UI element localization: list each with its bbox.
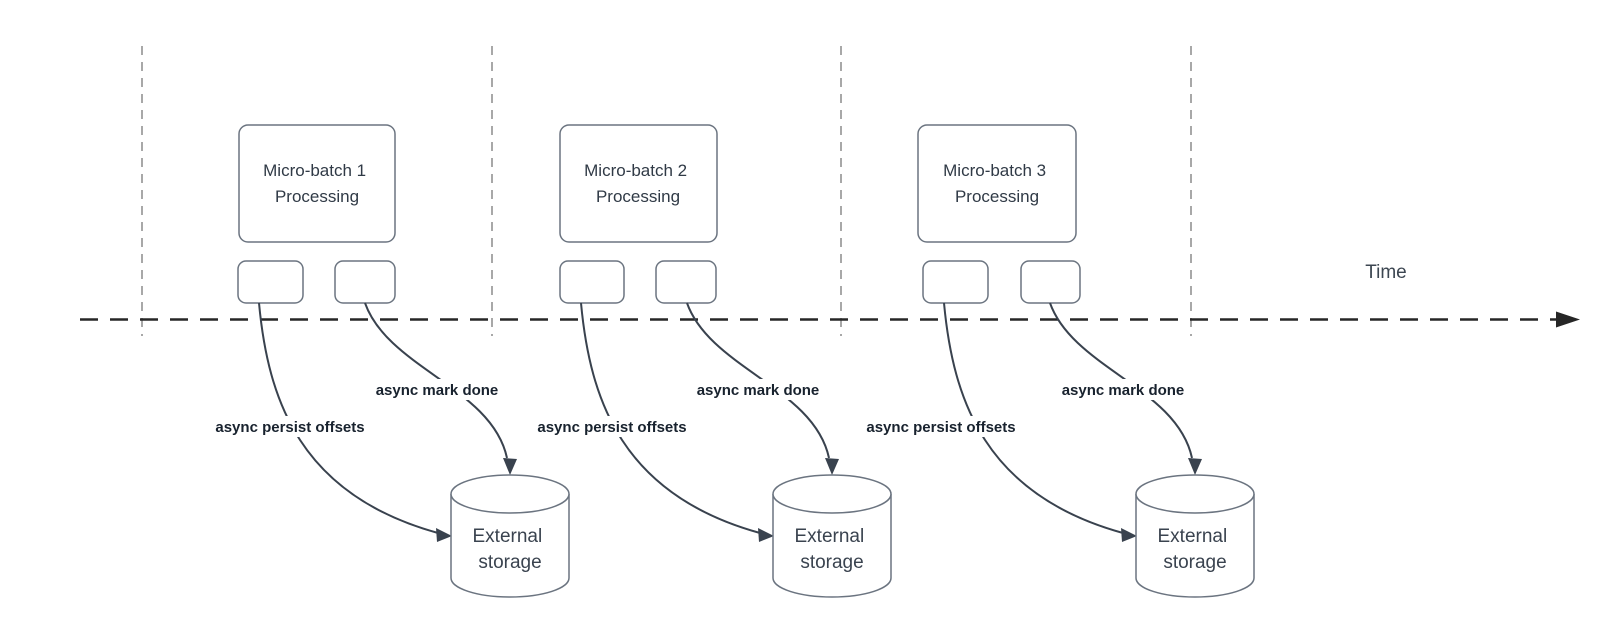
- time-axis-arrowhead-icon: [1556, 311, 1580, 328]
- mark-done-box-1: [334, 260, 396, 304]
- processing-box-3: [917, 124, 1077, 243]
- persist-offsets-arrow-2: [580, 302, 761, 534]
- offset-commit-box-1: [237, 260, 304, 304]
- cylinder-top: [772, 474, 892, 514]
- external-storage-label-1: External storage: [473, 526, 548, 573]
- mark-done-label-1: async mark done: [376, 382, 499, 399]
- processing-box-1: [238, 124, 396, 243]
- external-storage-label-2: External storage: [795, 526, 870, 573]
- offset-commit-box-2: [559, 260, 625, 304]
- cylinder-top: [450, 474, 570, 514]
- processing-box-2-label: Micro-batch 2 Processing: [584, 161, 692, 206]
- offset-commit-box-3: [922, 260, 989, 304]
- cylinder-body: [1135, 494, 1255, 598]
- time-axis-label: Time: [1365, 262, 1407, 283]
- edge-label-bg: [522, 416, 702, 437]
- processing-box-1-label: Micro-batch 1 Processing: [263, 161, 371, 206]
- mark-done-arrow-1: [364, 302, 508, 459]
- persist-offsets-label-2: async persist offsets: [537, 419, 686, 436]
- external-storage-label-3: External storage: [1158, 526, 1233, 573]
- external-storage-cylinder-1: External storage: [450, 474, 570, 598]
- edge-label-bg: [1047, 379, 1199, 400]
- mark-done-arrow-3: [1049, 302, 1193, 459]
- processing-box-2: [559, 124, 718, 243]
- cylinder-body: [772, 494, 892, 598]
- edge-label-bg: [200, 416, 380, 437]
- persist-offsets-arrowhead-icon-1: [436, 528, 452, 542]
- cylinder-body: [450, 494, 570, 598]
- micro-batch-group-3: Micro-batch 3 Processing async persist o…: [851, 124, 1255, 598]
- micro-batch-group-2: Micro-batch 2 Processing async persist o…: [522, 124, 892, 598]
- persist-offsets-arrow-3: [943, 302, 1124, 534]
- persist-offsets-arrow-1: [258, 302, 439, 534]
- edge-label-bg: [361, 379, 513, 400]
- mark-done-box-3: [1020, 260, 1081, 304]
- mark-done-label-2: async mark done: [697, 382, 820, 399]
- external-storage-cylinder-2: External storage: [772, 474, 892, 598]
- edge-label-bg: [851, 416, 1031, 437]
- persist-offsets-label-3: async persist offsets: [866, 419, 1015, 436]
- external-storage-cylinder-3: External storage: [1135, 474, 1255, 598]
- persist-offsets-label-1: async persist offsets: [215, 419, 364, 436]
- edge-label-bg: [682, 379, 834, 400]
- mark-done-arrowhead-icon-3: [1188, 458, 1202, 475]
- mark-done-arrowhead-icon-1: [503, 458, 517, 475]
- processing-box-3-label: Micro-batch 3 Processing: [943, 161, 1051, 206]
- cylinder-top: [1135, 474, 1255, 514]
- mark-done-arrow-2: [686, 302, 830, 459]
- micro-batch-group-1: Micro-batch 1 Processing async persist o…: [200, 124, 570, 598]
- mark-done-label-3: async mark done: [1062, 382, 1185, 399]
- persist-offsets-arrowhead-icon-2: [758, 528, 774, 542]
- mark-done-arrowhead-icon-2: [825, 458, 839, 475]
- persist-offsets-arrowhead-icon-3: [1121, 528, 1137, 542]
- mark-done-box-2: [655, 260, 717, 304]
